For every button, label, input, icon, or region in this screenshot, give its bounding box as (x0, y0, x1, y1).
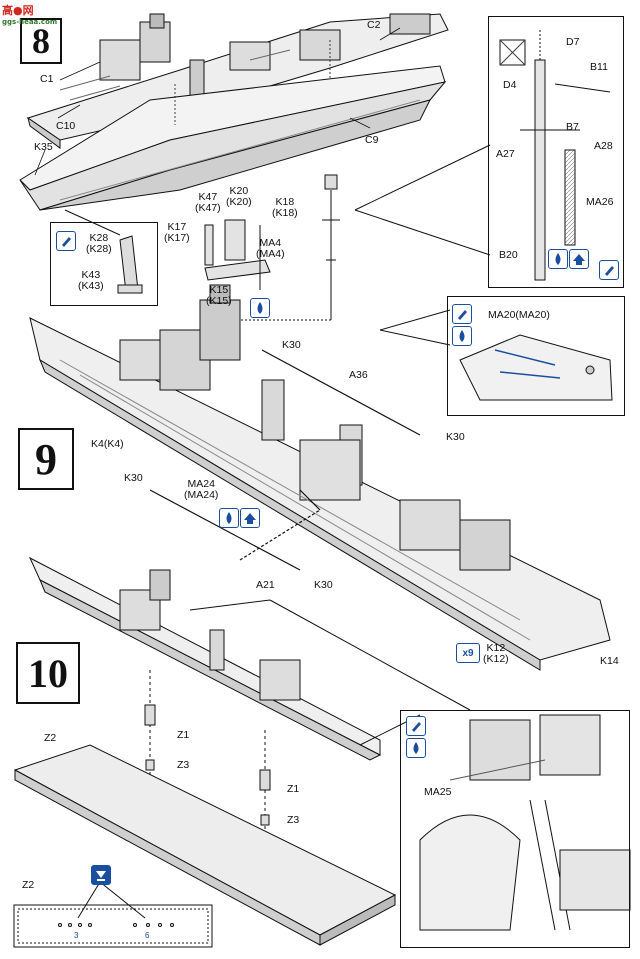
step8-hull (19, 65, 447, 211)
label-k14: K14 (600, 655, 619, 667)
label-k43: K43 (K43) (78, 269, 104, 292)
label-k20: K20 (K20) (226, 185, 252, 208)
label-a28: A28 (594, 140, 613, 152)
label-c2: C2 (367, 19, 381, 31)
k-parts-group (204, 219, 271, 290)
paint-drop-icon (219, 508, 239, 528)
ma25-detail (419, 714, 631, 931)
step8-leaders (34, 27, 401, 176)
label-b11: B11 (590, 61, 608, 73)
label-z1-b: Z1 (287, 783, 300, 795)
step-10-number: 10 (16, 642, 80, 704)
glue-icon (452, 304, 472, 324)
label-a36: A36 (349, 369, 368, 381)
label-c9: C9 (365, 134, 379, 146)
label-c10: C10 (56, 120, 76, 132)
label-b7: B7 (566, 121, 579, 133)
label-a21: A21 (256, 579, 275, 591)
up-arrow-icon (240, 508, 260, 528)
ma20-panel (447, 296, 625, 416)
label-c1: C1 (40, 73, 54, 85)
label-ma26: MA26 (586, 196, 614, 208)
repeat-count-icon: x9 (456, 643, 480, 663)
label-k35: K35 (34, 141, 53, 153)
label-z3-b: Z3 (287, 814, 300, 826)
glue-icon (56, 231, 76, 251)
step10-ship (28, 556, 382, 761)
label-k4: K4(K4) (91, 438, 124, 450)
label-k30-b: K30 (446, 431, 465, 443)
glue-icon (406, 716, 426, 736)
step-9-number: 9 (18, 428, 74, 490)
k28-k43-detail (117, 235, 143, 294)
label-k30-c: K30 (124, 472, 143, 484)
label-k30-a: K30 (282, 339, 301, 351)
label-d4: D4 (503, 79, 517, 91)
label-ma20: MA20(MA20) (488, 309, 550, 321)
label-z2-b: Z2 (22, 879, 35, 891)
watermark-text: 高●网 (2, 4, 34, 17)
label-ma4: MA4 (MA4) (256, 237, 285, 260)
label-b20: B20 (499, 249, 518, 261)
label-ma25: MA25 (424, 786, 452, 798)
paint-drop-icon (406, 738, 426, 758)
step8-upper-deck (26, 13, 449, 149)
repeat-count-label: x9 (462, 647, 474, 659)
glue-icon (599, 260, 619, 280)
k28-k43-panel (50, 222, 158, 306)
label-d7: D7 (566, 36, 580, 48)
watermark-logo: 高●网 ggs-heaa.com (2, 2, 57, 26)
ma25-panel (400, 710, 630, 948)
label-a27: A27 (496, 148, 515, 160)
label-z1-a: Z1 (177, 729, 190, 741)
step-8-number: 8 (20, 18, 62, 64)
radar-mast (240, 174, 340, 321)
drill-hole-icon (91, 865, 111, 885)
label-z3-a: Z3 (177, 759, 190, 771)
hole-label-6: 6 (145, 931, 150, 940)
label-k17: K17 (K17) (164, 221, 190, 244)
label-ma24: MA24 (MA24) (184, 478, 219, 501)
ma20-detail (459, 334, 613, 401)
step9-ship (29, 284, 611, 671)
label-k28: K28 (K28) (86, 232, 112, 255)
label-z2-a: Z2 (44, 732, 57, 744)
label-k15: K15 (K15) (206, 284, 232, 307)
hole-label-3: 3 (74, 931, 79, 940)
display-stand (13, 744, 397, 946)
paint-drop-icon (452, 326, 472, 346)
label-k12: K12 (K12) (483, 642, 509, 665)
watermark-subtext: ggs-heaa.com (2, 18, 58, 26)
up-arrow-icon (569, 249, 589, 269)
paint-drop-icon (548, 249, 568, 269)
mast-leader (354, 144, 491, 211)
paint-drop-icon (250, 298, 270, 318)
label-k47: K47 (K47) (195, 191, 221, 214)
mast-detail-panel (488, 16, 624, 288)
step9-rails (149, 349, 421, 571)
mast-detail (499, 30, 611, 281)
label-k30-d: K30 (314, 579, 333, 591)
label-k18: K18 (K18) (272, 196, 298, 219)
stand-plan-view (13, 881, 213, 948)
